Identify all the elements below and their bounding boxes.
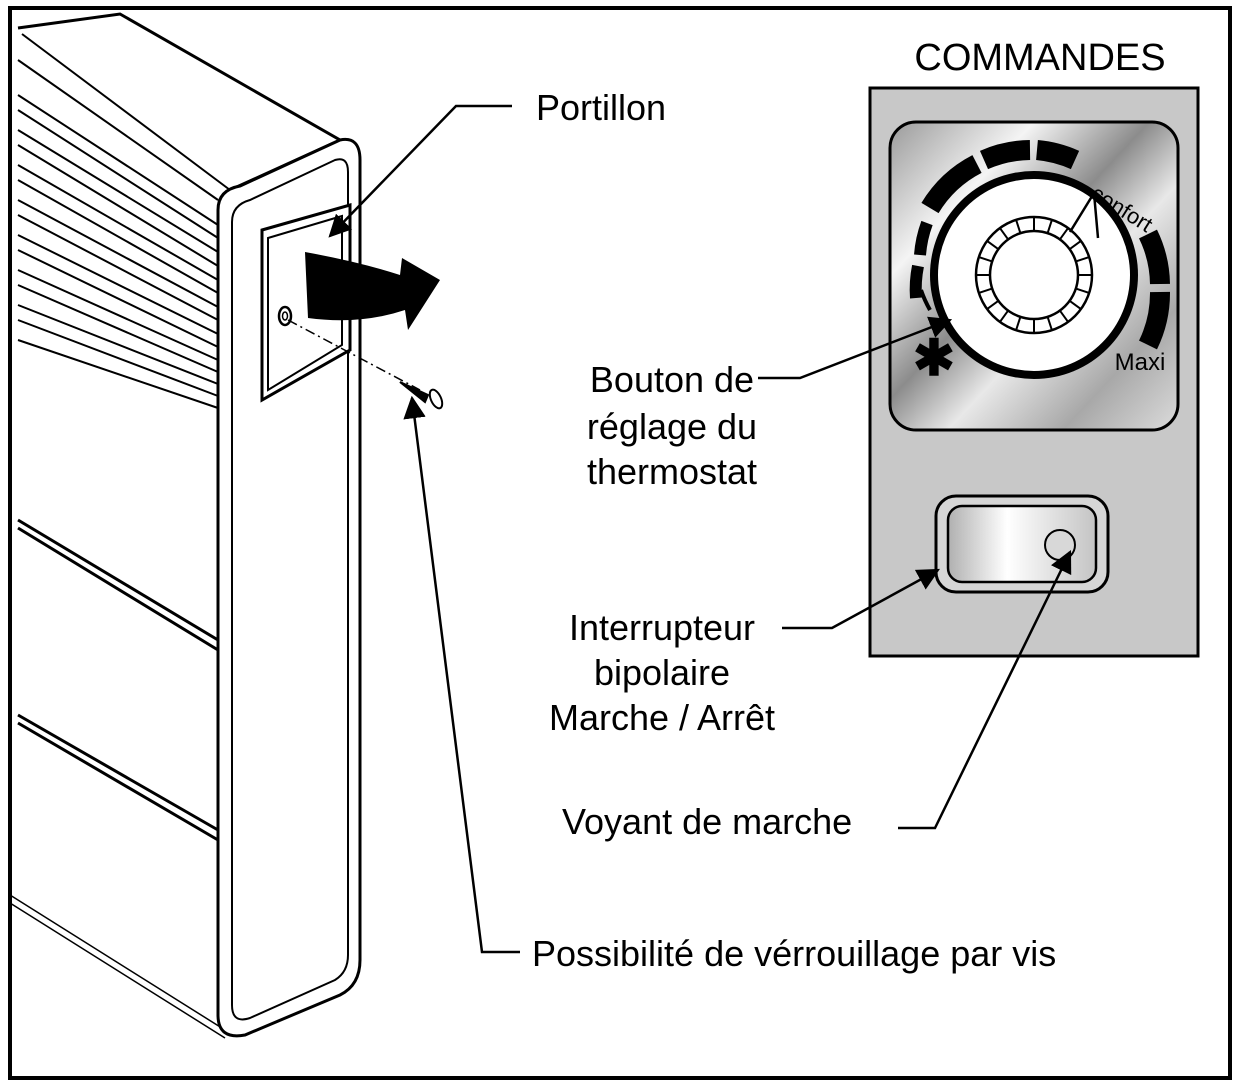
commandes-title: COMMANDES	[914, 37, 1165, 79]
knob-grip-tick	[1046, 219, 1053, 234]
thermostat-scale	[921, 140, 1171, 350]
knob-grip-tick	[1015, 316, 1022, 331]
bouton-label-line3: thermostat	[587, 451, 757, 492]
screw-path-line	[287, 319, 421, 391]
voyant-label: Voyant de marche	[562, 801, 852, 842]
knob-grip-tick	[1075, 256, 1090, 263]
knob-grip-tick	[1059, 310, 1069, 323]
knob-grip-tick	[1069, 300, 1082, 310]
knob-grip-tick	[978, 287, 993, 294]
knob-grip-tick	[1059, 227, 1069, 240]
knob-grip-tick	[1069, 240, 1082, 250]
knob-grip-tick	[986, 300, 999, 310]
bouton-label-line2: réglage du	[587, 406, 757, 447]
power-indicator-light	[1044, 529, 1076, 561]
interrupteur-label-line2: bipolaire	[594, 652, 730, 693]
maxi-label: Maxi	[1115, 349, 1166, 376]
knob-grip-tick	[1015, 219, 1022, 234]
leader-lines	[328, 104, 1072, 954]
heater-illustration	[9, 12, 362, 1039]
knob-grip-tick	[999, 310, 1009, 323]
interrupteur-label-line1: Interrupteur	[569, 607, 755, 648]
door-open-arrow-icon	[305, 252, 440, 330]
knob-grip-tick	[978, 256, 993, 263]
knob-grip-tick	[999, 227, 1009, 240]
frost-symbol-icon: ✱	[913, 330, 955, 386]
control-panel	[868, 86, 1200, 658]
verrouillage-label: Possibilité de vérrouillage par vis	[532, 933, 1056, 974]
portillon-label: Portillon	[536, 87, 666, 128]
bouton-label-line1: Bouton de	[590, 359, 754, 400]
knob-grip-tick	[986, 240, 999, 250]
knob-grip-tick	[1046, 316, 1053, 331]
knob-grip-tick	[1075, 287, 1090, 294]
interrupteur-label-line3: Marche / Arrêt	[549, 697, 775, 738]
